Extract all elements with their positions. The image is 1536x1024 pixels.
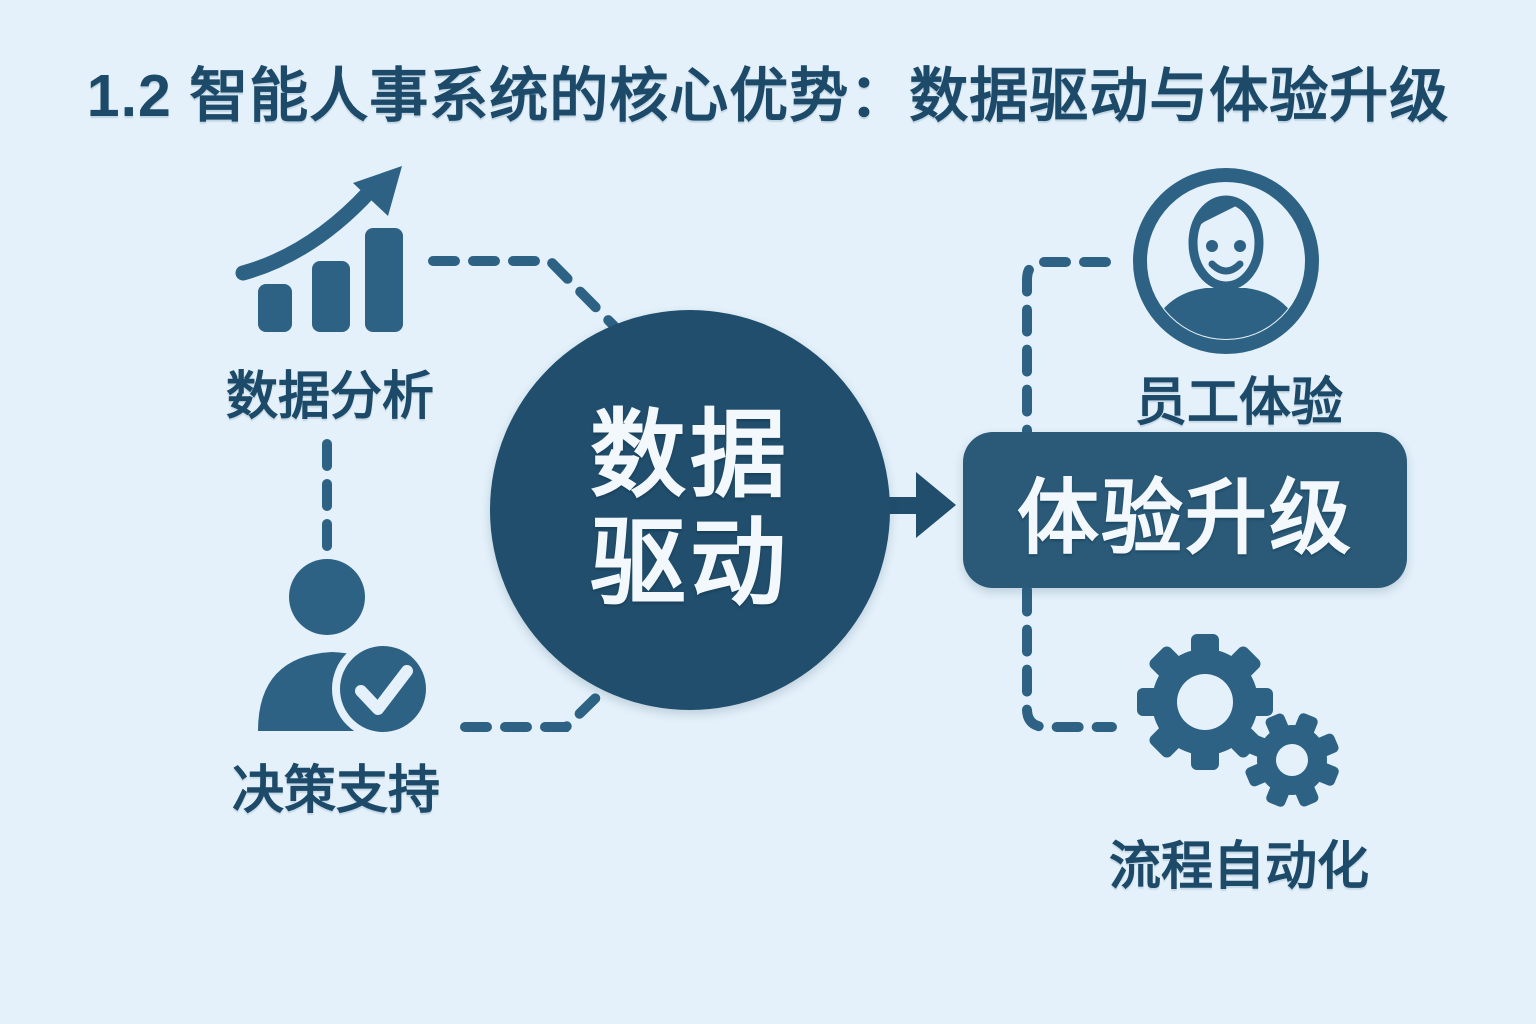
- label-employee-experience: 员工体验: [1134, 374, 1343, 432]
- user-avatar-icon: [1133, 168, 1319, 354]
- center-node-data-driven: 数据 驱动: [490, 310, 890, 710]
- growth-chart-icon: [235, 166, 403, 332]
- result-node-experience-upgrade: 体验升级: [963, 432, 1407, 588]
- center-node-line2: 驱动: [590, 510, 790, 617]
- label-decision-support: 决策支持: [231, 762, 440, 820]
- page-title: 1.2 智能人事系统的核心优势：数据驱动与体验升级: [86, 63, 1450, 129]
- label-process-automation: 流程自动化: [1108, 838, 1369, 896]
- connector-decision-support-to-center: [460, 675, 619, 732]
- hair: [1193, 198, 1259, 240]
- person-check-icon: [258, 559, 434, 740]
- connector-data-analysis-to-center: [428, 256, 623, 335]
- check-mark-icon: [355, 665, 413, 715]
- large-gear: [1137, 634, 1273, 770]
- gears-icon: [1137, 634, 1339, 807]
- check-badge: [340, 646, 426, 732]
- center-node-line1: 数据: [590, 402, 790, 510]
- result-node-label: 体验升级: [1016, 472, 1353, 564]
- arrow-head-icon: [916, 472, 956, 538]
- small-gear: [1245, 713, 1339, 807]
- label-data-analysis: 数据分析: [225, 368, 434, 426]
